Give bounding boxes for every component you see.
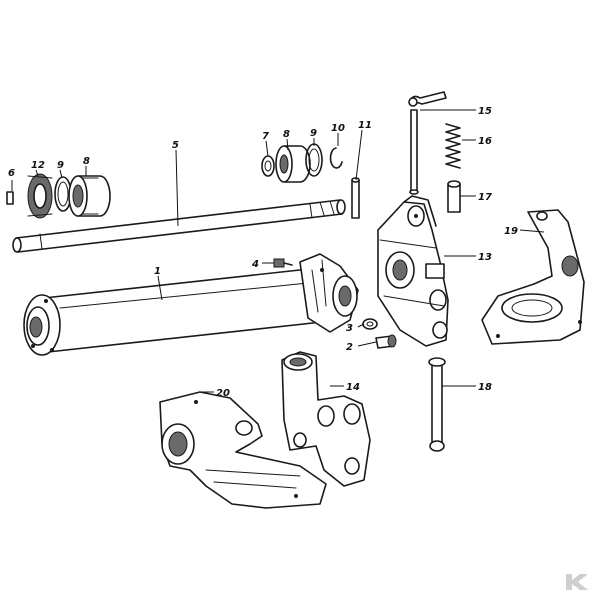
part-11-pin bbox=[351, 177, 360, 219]
part-7-ring bbox=[261, 155, 275, 177]
part-10-circlip bbox=[329, 147, 343, 169]
label-6: 6 bbox=[8, 168, 15, 179]
label-19: 19 bbox=[504, 226, 518, 237]
label-17: 17 bbox=[478, 192, 492, 203]
label-9-right: 9 bbox=[310, 128, 317, 139]
label-12: 12 bbox=[31, 160, 45, 171]
part-12-bevel-gear bbox=[27, 173, 53, 219]
part-2-bolt bbox=[375, 334, 397, 349]
part-4-bolt bbox=[273, 258, 293, 268]
k-logo-icon bbox=[566, 574, 588, 590]
label-8-right: 8 bbox=[283, 129, 290, 140]
leader-lines bbox=[11, 109, 545, 393]
part-20-base-frame bbox=[159, 391, 327, 509]
label-4: 4 bbox=[251, 259, 259, 270]
part-5-shaft bbox=[12, 199, 346, 253]
part-1-tube-housing bbox=[23, 253, 359, 356]
label-18: 18 bbox=[478, 382, 492, 393]
label-16: 16 bbox=[478, 136, 492, 147]
label-11: 11 bbox=[358, 120, 372, 131]
label-14: 14 bbox=[346, 382, 360, 393]
part-13-bracket bbox=[377, 195, 449, 347]
label-5: 5 bbox=[172, 140, 179, 151]
part-18-long-bolt bbox=[428, 357, 446, 452]
label-2: 2 bbox=[346, 342, 353, 353]
label-15: 15 bbox=[478, 106, 492, 117]
part-8-bearing-left bbox=[68, 175, 111, 217]
part-19-base-bracket bbox=[481, 209, 585, 345]
label-13: 13 bbox=[478, 252, 492, 263]
part-16-spring bbox=[445, 123, 461, 169]
label-20: 20 bbox=[216, 388, 230, 399]
label-8-left: 8 bbox=[83, 156, 90, 167]
label-10: 10 bbox=[331, 123, 345, 134]
part-3-washer bbox=[362, 318, 378, 330]
label-1: 1 bbox=[154, 266, 161, 277]
part-labels: 6 12 9 8 5 1 4 3 2 7 8 9 10 11 15 16 17 … bbox=[8, 106, 518, 399]
part-8-bearing-right bbox=[275, 145, 311, 183]
part-17-plunger bbox=[447, 180, 461, 213]
label-7: 7 bbox=[262, 131, 269, 142]
label-9-left: 9 bbox=[57, 160, 64, 171]
label-3: 3 bbox=[346, 323, 353, 334]
part-15-lever-rod bbox=[408, 91, 447, 195]
part-14-support-bracket bbox=[281, 351, 371, 487]
part-6-pin bbox=[6, 191, 14, 205]
